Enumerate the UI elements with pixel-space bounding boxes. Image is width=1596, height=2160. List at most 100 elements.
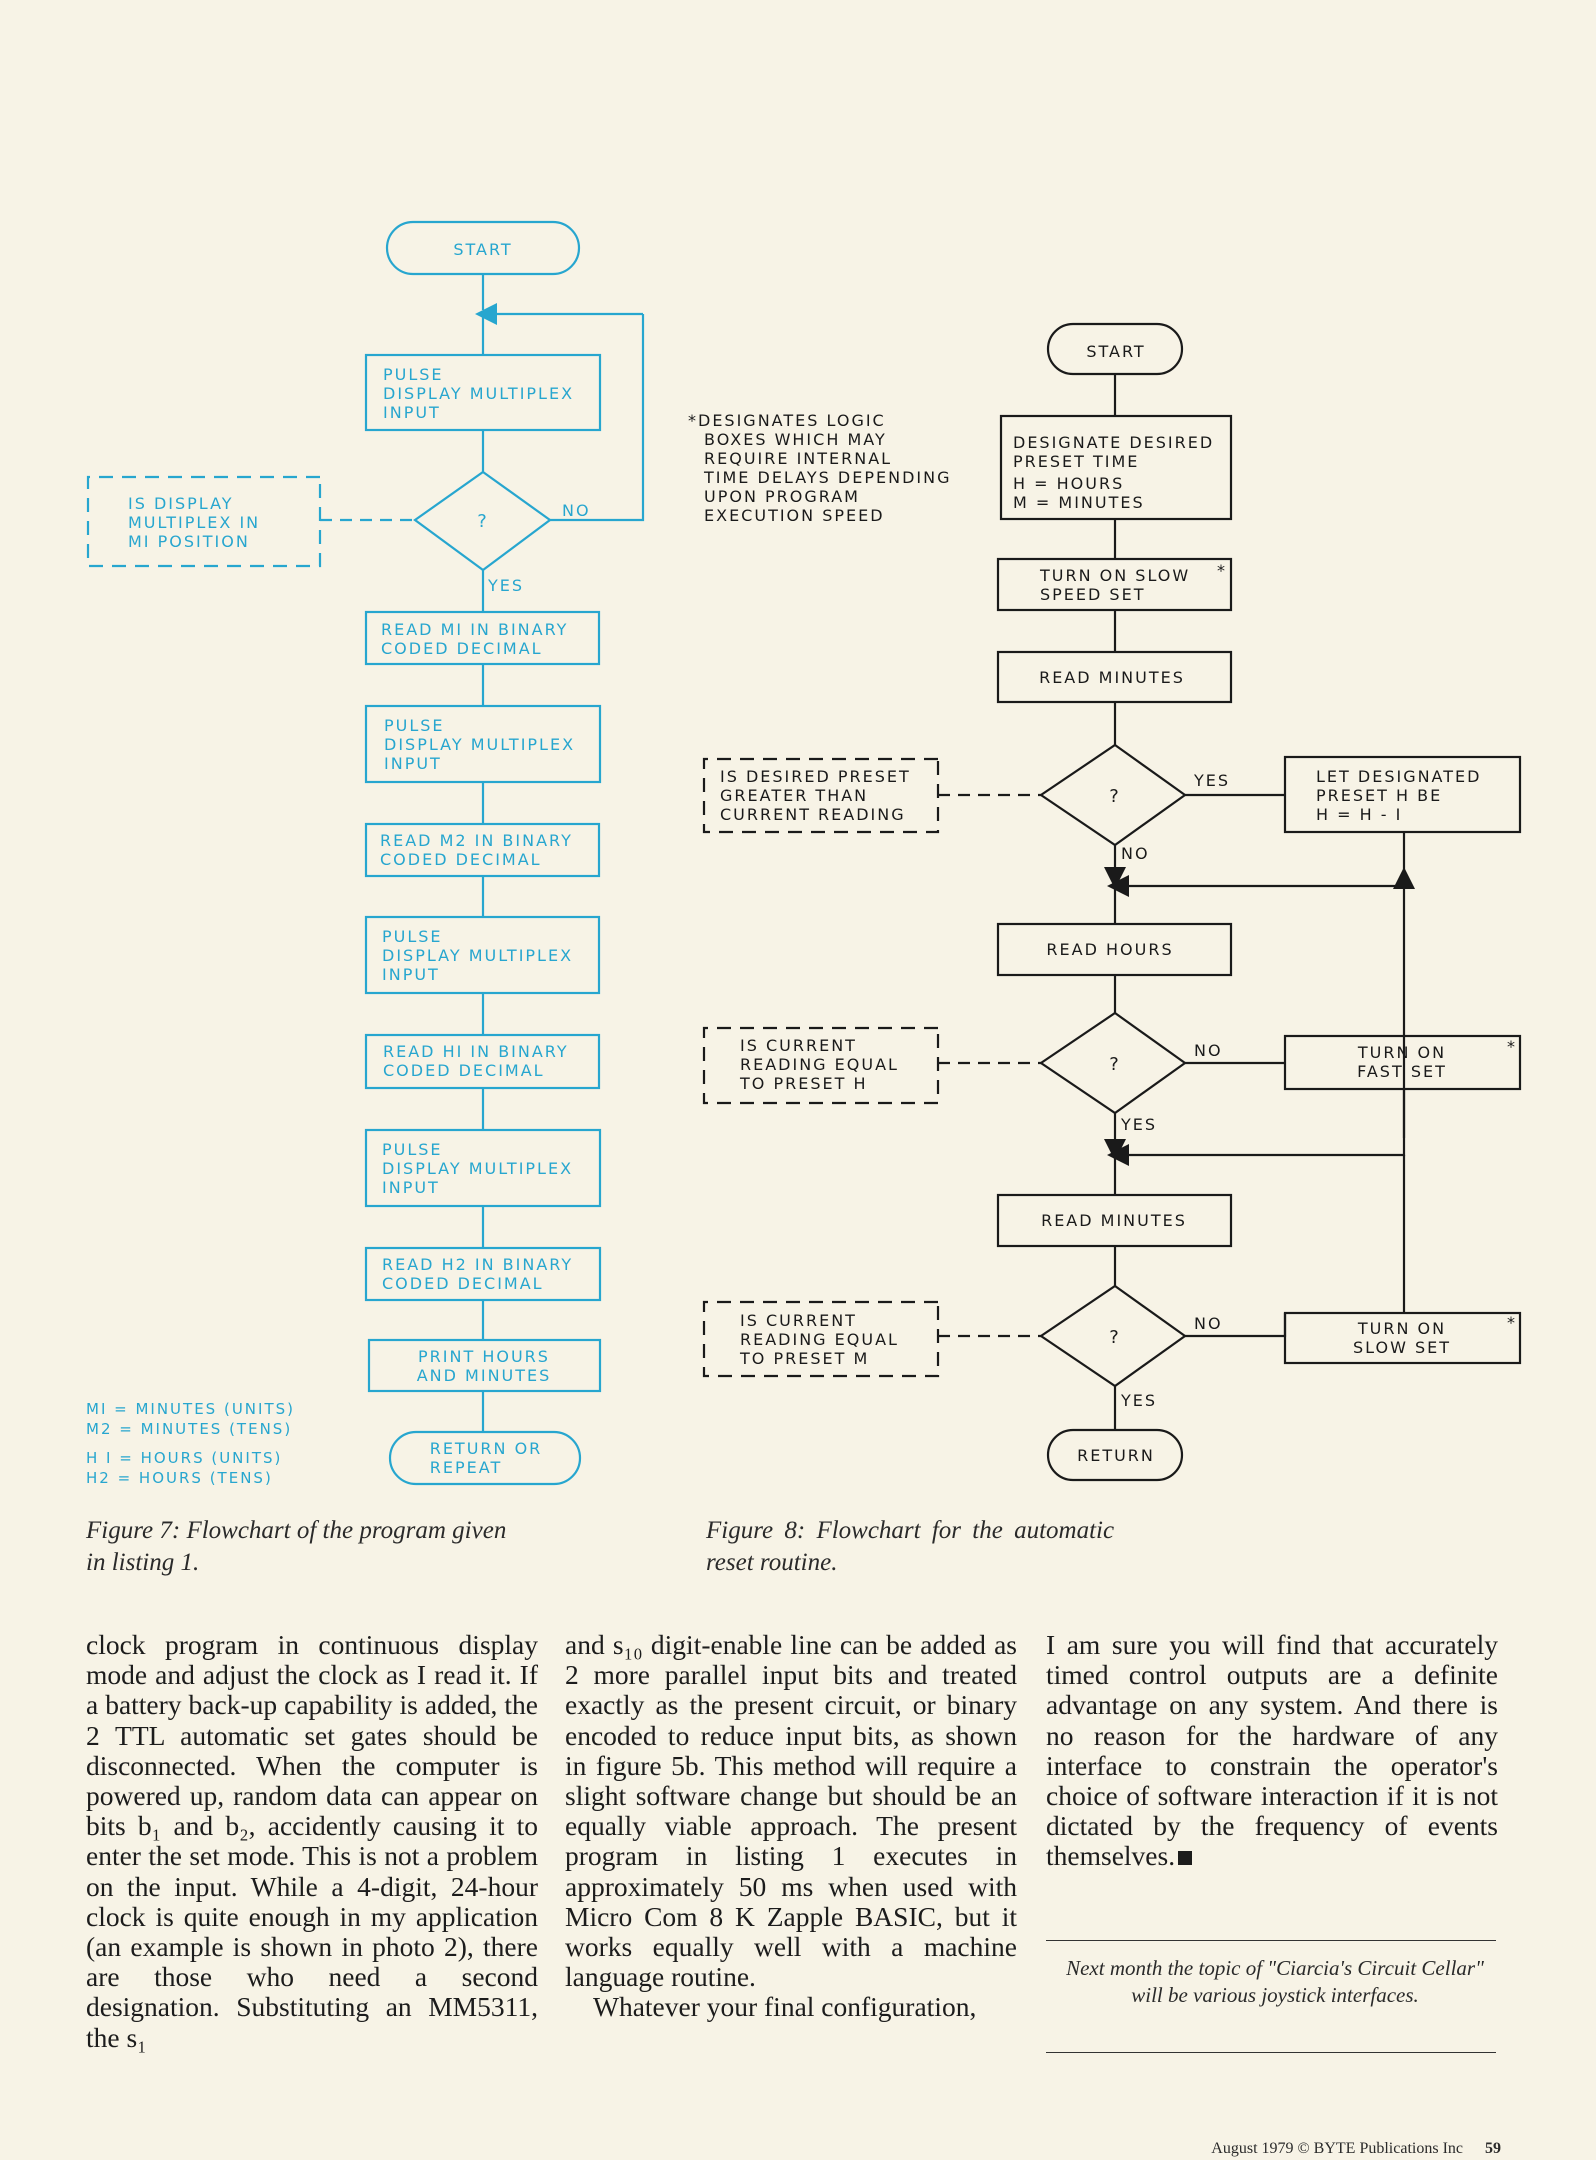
f8-slow-speed-l1: TURN ON SLOW	[1039, 566, 1190, 585]
f7-pulse2-l2: DISPLAY MULTIPLEX	[384, 735, 575, 754]
f8-fast-set-box	[1283, 1034, 1522, 1091]
f8-let-h-box	[1283, 755, 1522, 834]
f8-return-terminal	[1046, 1428, 1184, 1482]
article-column-1: clock program in continuous display mode…	[86, 1629, 538, 2053]
article-column-3: I am sure you will find that accurately …	[1046, 1629, 1498, 1872]
f8-slow-set-l2: SLOW SET	[1353, 1338, 1451, 1357]
f7-yes-label: YES	[487, 576, 524, 595]
f7-annotation-l3: MI POSITION	[128, 532, 250, 551]
f8-fast-set-l1: TURN ON	[1357, 1043, 1446, 1062]
f7-pulse2-l3: INPUT	[384, 754, 442, 773]
f7-read-m2-l1: READ M2 IN BINARY	[380, 831, 573, 850]
f7-annotation-l2: MULTIPLEX IN	[128, 513, 260, 532]
f7-print-box	[367, 1338, 602, 1393]
f8-annotation-bracket-2	[702, 1026, 940, 1105]
f7-return-l1: RETURN OR	[430, 1439, 543, 1458]
f8-designate-l4: M = MINUTES	[1013, 493, 1145, 512]
next-month-rule-bottom	[1046, 2052, 1496, 2053]
col3-text: I am sure you will find that accurately …	[1046, 1629, 1498, 1872]
f7-print-l2: AND MINUTES	[417, 1366, 552, 1385]
f8-q3-l1: IS CURRENT	[740, 1311, 857, 1330]
f7-pulse4-l2: DISPLAY MULTIPLEX	[382, 1159, 573, 1178]
f7-legend-l3: H I = HOURS (UNITS)	[86, 1449, 282, 1467]
f8-q3-l3: TO PRESET M	[739, 1349, 869, 1368]
f8-annotation-bracket-3	[702, 1300, 940, 1378]
f8-designate-l1: DESIGNATE DESIRED	[1013, 433, 1214, 452]
col1-text: clock program in continuous display mode…	[86, 1629, 538, 2053]
f7-pulse2-l1: PULSE	[384, 716, 445, 735]
f7-decision-mark: ?	[477, 511, 489, 532]
f8-slow-speed-l2: SPEED SET	[1040, 585, 1145, 604]
f8-slow-set-l1: TURN ON	[1357, 1319, 1446, 1338]
f8-q2-l1: IS CURRENT	[740, 1036, 857, 1055]
f8-return-label: RETURN	[1077, 1446, 1155, 1465]
f7-no-label: NO	[562, 501, 591, 520]
f8-let-h-l2: PRESET H BE	[1316, 786, 1442, 805]
f8-yes-label-1: YES	[1193, 771, 1230, 790]
f7-read-m2-l2: CODED DECIMAL	[380, 850, 542, 869]
f8-no-label-3: NO	[1194, 1314, 1223, 1333]
f8-decision-mark-1: ?	[1109, 786, 1121, 807]
f8-read-minutes2-label: READ MINUTES	[1041, 1211, 1187, 1230]
col2-paragraph-1: and s₁₀ digit-enable line can be added a…	[565, 1629, 1017, 1993]
f7-return-terminal	[388, 1430, 582, 1486]
f7-read-m1-l1: READ MI IN BINARY	[381, 620, 568, 639]
page-number: 59	[1485, 2140, 1501, 2157]
f8-decision-mark-3: ?	[1109, 1327, 1121, 1348]
f8-note-l1: *DESIGNATES LOGIC	[688, 411, 886, 430]
f7-start-label: START	[453, 240, 512, 259]
f8-star-3: *	[1507, 1313, 1517, 1332]
f8-q2-l3: TO PRESET H	[739, 1074, 867, 1093]
f8-q3-l2: READING EQUAL	[740, 1330, 899, 1349]
f8-q1-l1: IS DESIRED PRESET	[720, 767, 911, 786]
next-month-note: Next month the topic of "Ciarcia's Circu…	[1066, 1956, 1484, 2007]
f7-legend-l4: H2 = HOURS (TENS)	[86, 1469, 273, 1487]
figure-7-caption-l1: Figure 7: Flowchart of the program given	[86, 1517, 507, 1544]
f8-note-l4: TIME DELAYS DEPENDING	[703, 468, 951, 487]
f8-let-h-l1: LET DESIGNATED	[1316, 767, 1481, 786]
end-of-article-square-icon	[1178, 1851, 1193, 1866]
figure-8-caption-l1: Figure 8: Flowchart for the automatic	[706, 1517, 1115, 1544]
f8-no-label-1: NO	[1121, 844, 1150, 863]
f8-designate-l2: PRESET TIME	[1013, 452, 1139, 471]
figure-8-caption-l2: reset routine.	[706, 1549, 838, 1576]
f7-read-h2-l1: READ H2 IN BINARY	[382, 1255, 573, 1274]
f7-return-l2: REPEAT	[430, 1458, 502, 1477]
f8-yes-label-3: YES	[1120, 1391, 1157, 1410]
f8-star-2: *	[1507, 1037, 1517, 1056]
f7-pulse3-l2: DISPLAY MULTIPLEX	[382, 946, 573, 965]
f7-read-h1-l2: CODED DECIMAL	[383, 1061, 545, 1080]
f8-designate-l3: H = HOURS	[1013, 474, 1124, 493]
figure-7-caption: Figure 7: Flowchart of the program given…	[86, 1515, 566, 1579]
f7-read-m1-l2: CODED DECIMAL	[381, 639, 543, 658]
f8-note-l6: EXECUTION SPEED	[704, 506, 885, 525]
f8-q1-l3: CURRENT READING	[720, 805, 906, 824]
figure-7-flowchart: START PULSE DISPLAY MULTIPLEX INPUT ? NO…	[86, 220, 645, 1487]
f7-legend-l2: M2 = MINUTES (TENS)	[86, 1420, 292, 1438]
f7-pulse4-l1: PULSE	[382, 1140, 443, 1159]
footer-credit: August 1979 © BYTE Publications Inc	[1211, 2140, 1463, 2157]
f7-pulse3-l3: INPUT	[382, 965, 440, 984]
figure-8-caption: Figure 8: Flowchart for the automatic re…	[706, 1515, 1186, 1579]
f7-print-l1: PRINT HOURS	[418, 1347, 550, 1366]
f8-slow-set-box	[1283, 1311, 1522, 1365]
f7-pulse1-l1: PULSE	[383, 365, 444, 384]
f8-note-l3: REQUIRE INTERNAL	[704, 449, 892, 468]
col2-paragraph-2: Whatever your final configuration,	[593, 1991, 977, 2023]
f7-legend-l1: MI = MINUTES (UNITS)	[86, 1400, 295, 1418]
f8-let-h-l3: H = H - I	[1316, 805, 1402, 824]
f7-annotation-bracket	[86, 475, 322, 568]
f8-note-l5: UPON PROGRAM	[704, 487, 860, 506]
next-month-rule-top	[1046, 1940, 1496, 1941]
f7-read-h1-l1: READ HI IN BINARY	[383, 1042, 569, 1061]
f8-yes-label-2: YES	[1120, 1115, 1157, 1134]
f8-q2-l2: READING EQUAL	[740, 1055, 899, 1074]
f8-decision-mark-2: ?	[1109, 1054, 1121, 1075]
f7-pulse4-l3: INPUT	[382, 1178, 440, 1197]
f7-pulse1-l2: DISPLAY MULTIPLEX	[383, 384, 574, 403]
f8-read-hours-label: READ HOURS	[1046, 940, 1173, 959]
f8-start-label: START	[1086, 342, 1145, 361]
col3-paragraph: I am sure you will find that accurately …	[1046, 1629, 1498, 1872]
f8-no-label-2: NO	[1194, 1041, 1223, 1060]
figure-7-caption-l2: in listing 1.	[86, 1549, 200, 1576]
